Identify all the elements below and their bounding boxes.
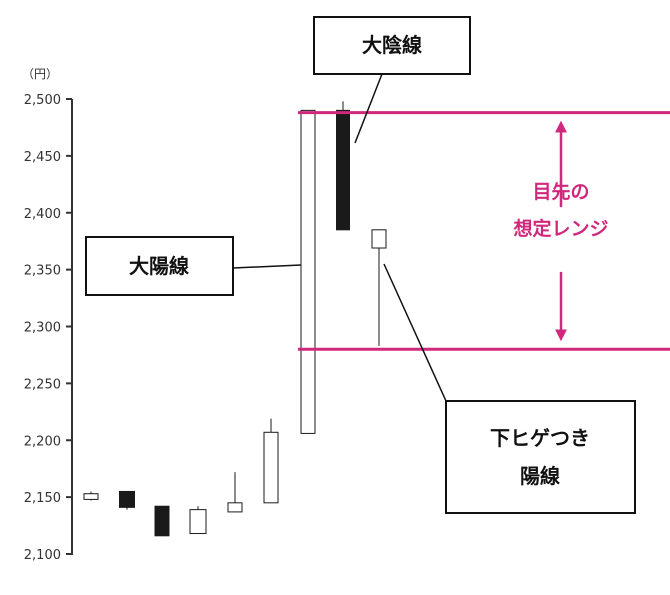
candle [154,505,170,537]
candle [189,506,207,535]
candle [371,229,387,346]
y-axis-unit-label: （円） [22,67,58,81]
candle [119,490,135,510]
large-bullish-callout-box [85,236,234,296]
y-tick-label: 2,150 [24,491,61,506]
candle [83,491,99,501]
y-tick-label: 2,250 [24,377,61,392]
range-label-line2: 想定レンジ [513,217,608,240]
candle [300,109,316,434]
lower-shadow-callout-label-line1: 下ヒゲつき [490,426,590,450]
candle-body-bearish [154,505,170,537]
y-tick-label: 2,200 [24,434,61,449]
lower-shadow-leader-line [383,263,447,402]
candle-body-bullish [371,229,387,249]
large-bearish-callout-label: 大陰線 [362,33,422,57]
large-bearish-leader-line [354,73,383,144]
range-label-line1: 目先の [532,180,589,203]
large-bullish-callout-label: 大陽線 [129,254,189,278]
candle-body-bullish [227,502,243,513]
candle [263,418,279,504]
y-tick-label: 2,500 [24,93,61,108]
candle-body-bullish [189,509,207,535]
large-bearish-callout-box [313,16,471,75]
candle-body-bullish [263,431,279,504]
candle [336,101,350,231]
candle-body-bearish [119,490,135,508]
lower-shadow-callout-label-line2: 陽線 [520,464,560,488]
large-bullish-leader-line [232,264,302,269]
candle-body-bullish [83,493,99,500]
candle-body-bearish [336,109,350,231]
candle-body-bullish [300,109,316,434]
y-tick-label: 2,350 [24,264,61,279]
y-tick-label: 2,400 [24,207,61,222]
lower-shadow-callout-box [445,400,636,514]
y-tick-label: 2,450 [24,150,61,165]
y-tick-label: 2,100 [24,548,61,563]
candle [227,472,243,513]
y-tick-label: 2,300 [24,321,61,336]
